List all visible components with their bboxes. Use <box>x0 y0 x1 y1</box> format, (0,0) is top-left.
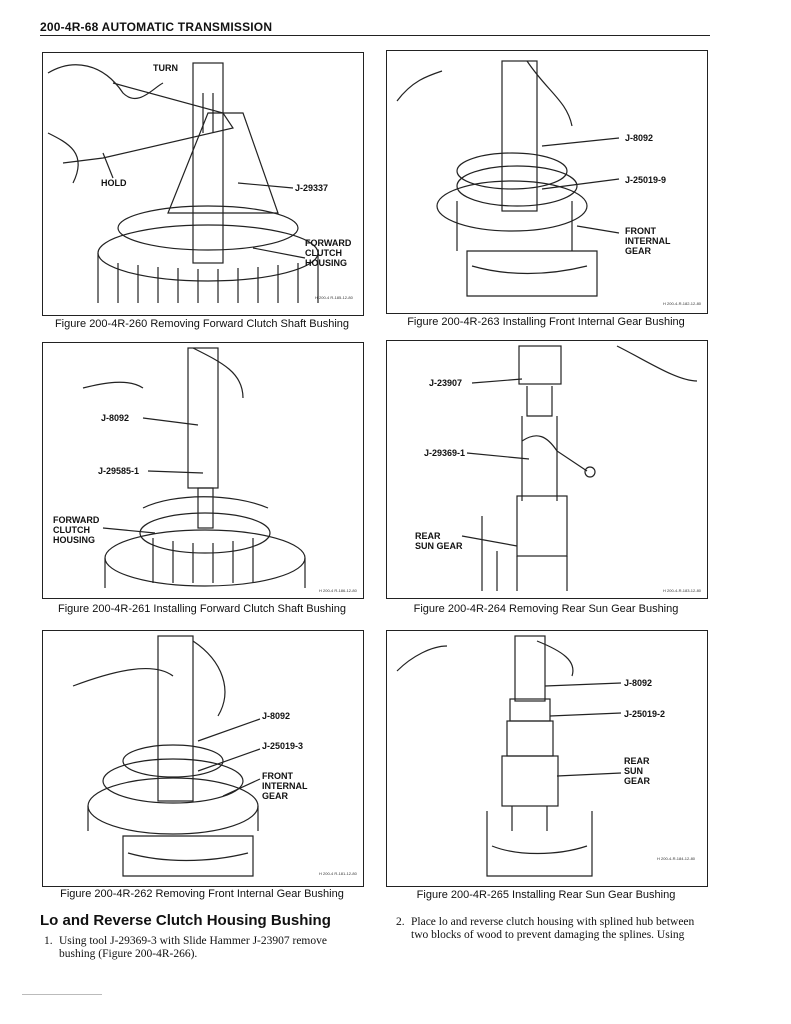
figure-262-drawing <box>72 635 261 877</box>
gear-label: FRONT INTERNAL GEAR <box>625 226 671 256</box>
figure-264-drawing <box>461 345 698 591</box>
tool-1-label: J-23907 <box>429 378 463 388</box>
tool-2-label: J-29369-1 <box>424 448 466 458</box>
figure-264-caption: Figure 200-4R-264 Removing Rear Sun Gear… <box>413 603 679 615</box>
gear-label: FRONT INTERNAL GEAR <box>262 771 308 801</box>
figure-261-drawing <box>82 347 306 588</box>
step-1: 1. Using tool J-29369-3 with Slide Hamme… <box>44 935 374 965</box>
tool-label: J-29337 <box>295 183 329 193</box>
figure-code: H 200-4-R-183-12-80 <box>663 588 702 593</box>
figure-261-illustration: J-8092 J-29585-1 FORWARD CLUTCH HOUSING … <box>42 342 364 599</box>
tool-1-label: J-8092 <box>101 413 130 423</box>
figure-code: H 200-4 R-185-12-80 <box>315 295 353 300</box>
figure-265-caption: Figure 200-4R-265 Installing Rear Sun Ge… <box>416 889 676 901</box>
figure-262-caption: Figure 200-4R-262 Removing Front Interna… <box>60 888 344 900</box>
housing-label: FORWARD CLUTCH HOUSING <box>305 238 352 268</box>
housing-label: FORWARD CLUTCH HOUSING <box>53 515 100 545</box>
tool-2-label: J-25019-9 <box>625 175 667 185</box>
figure-code: H 200-4-R-182-12-80 <box>663 301 702 306</box>
figure-265-drawing <box>396 635 622 877</box>
figure-265-illustration: J-8092 J-25019-2 REAR SUN GEAR H 200-4-R… <box>386 630 708 887</box>
figure-263-caption: Figure 200-4R-263 Installing Front Inter… <box>407 316 685 328</box>
figure-code: H 200-4-R-184-12-80 <box>657 856 696 861</box>
tool-2-label: J-25019-2 <box>624 709 666 719</box>
tool-2-label: J-25019-3 <box>262 741 304 751</box>
figure-263-illustration: J-8092 J-25019-9 FRONT INTERNAL GEAR H 2… <box>386 50 708 314</box>
figure-263-drawing <box>396 60 620 297</box>
figure-261-caption: Figure 200-4R-261 Installing Forward Clu… <box>58 603 346 615</box>
gear-label: REAR SUN GEAR <box>415 531 463 551</box>
tool-1-label: J-8092 <box>625 133 654 143</box>
tool-1-label: J-8092 <box>262 711 291 721</box>
section-heading: Lo and Reverse Clutch Housing Bushing <box>40 912 331 929</box>
hold-label: HOLD <box>101 178 127 188</box>
figure-260-illustration: TURN HOLD J-29337 FORWARD CLUTCH HOUSING… <box>42 52 364 316</box>
page-header: 200-4R-68 AUTOMATIC TRANSMISSION <box>40 20 273 34</box>
tool-1-label: J-8092 <box>624 678 653 688</box>
turn-label: TURN <box>153 63 178 73</box>
figure-code: H 200-4 R-186-12-80 <box>319 588 357 593</box>
step-1-number: 1. <box>44 935 53 947</box>
figure-264-illustration: J-23907 J-29369-1 REAR SUN GEAR H 200-4-… <box>386 340 708 599</box>
figure-260-drawing <box>47 62 319 303</box>
step-2-number: 2. <box>396 916 405 928</box>
footer-rule <box>22 994 102 995</box>
step-2: 2. Place lo and reverse clutch housing w… <box>396 916 716 946</box>
figure-code: H 200-4 R-181-12-80 <box>319 871 357 876</box>
tool-2-label: J-29585-1 <box>98 466 140 476</box>
step-2-text: Place lo and reverse clutch housing with… <box>411 916 695 941</box>
header-rule <box>40 35 710 36</box>
gear-label: REAR SUN GEAR <box>624 756 651 786</box>
figure-262-illustration: J-8092 J-25019-3 FRONT INTERNAL GEAR H 2… <box>42 630 364 887</box>
step-1-text: Using tool J-29369-3 with Slide Hammer J… <box>59 935 327 960</box>
figure-260-caption: Figure 200-4R-260 Removing Forward Clutc… <box>54 318 350 330</box>
